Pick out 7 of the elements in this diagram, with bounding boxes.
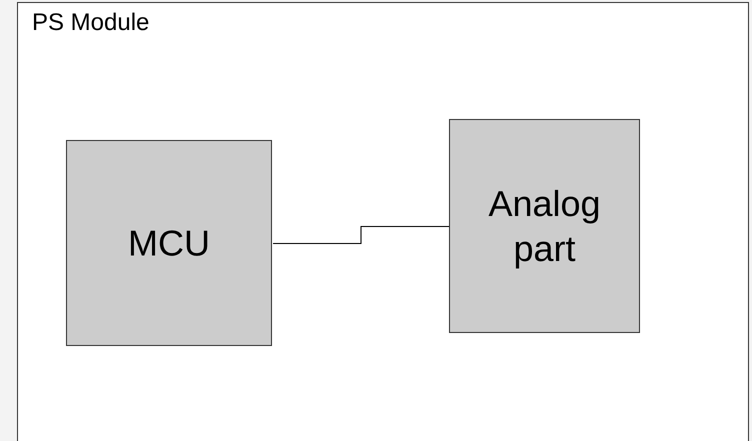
block-box [449, 119, 640, 333]
block-label: Analog part [487, 182, 602, 271]
connector-line [272, 226, 450, 244]
module-title: PS Module [32, 8, 150, 38]
block-box [66, 140, 272, 346]
module-panel [17, 2, 749, 441]
block-label: MCU [127, 222, 211, 266]
